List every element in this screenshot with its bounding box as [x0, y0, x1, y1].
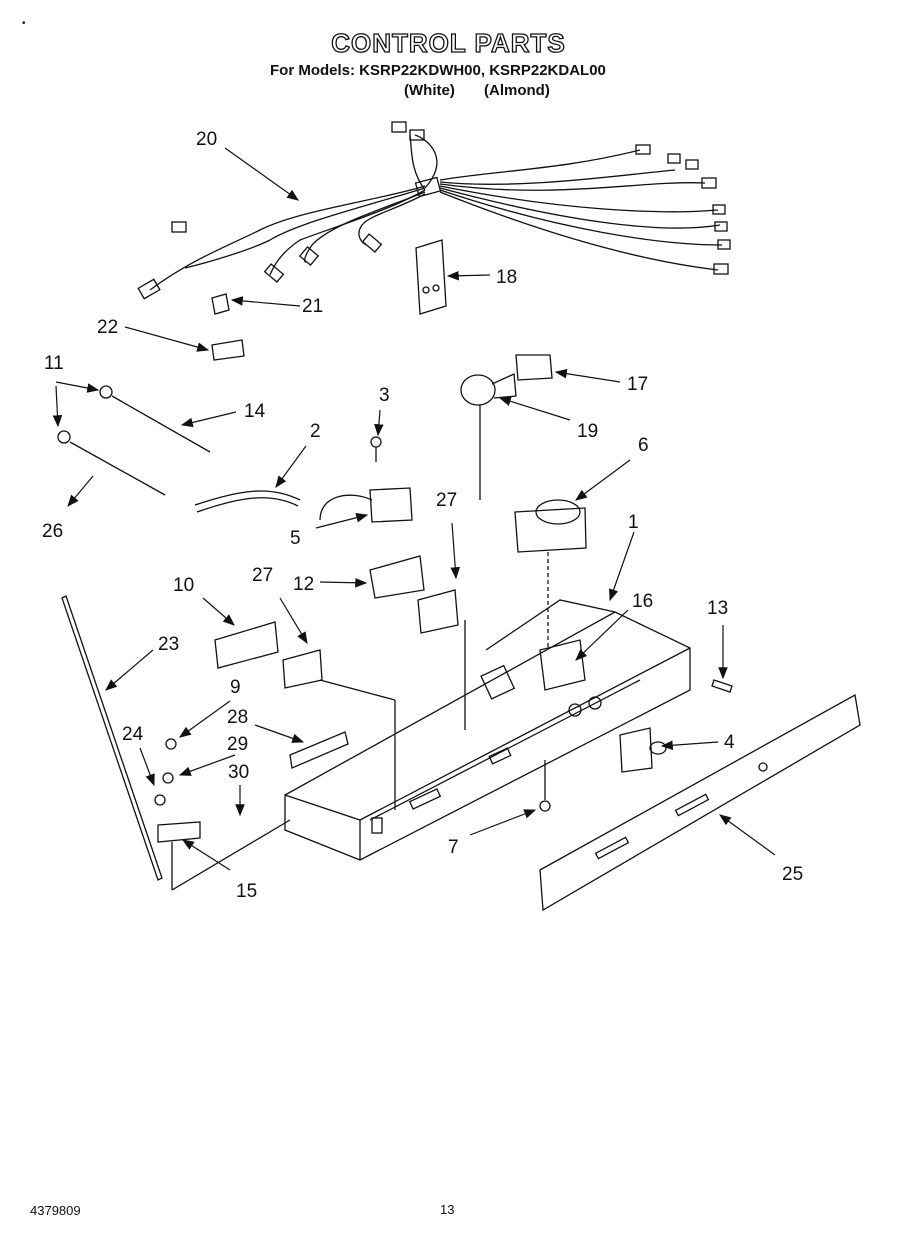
callout-25: 25: [782, 864, 803, 885]
callout-10: 10: [173, 575, 194, 596]
callout-28: 28: [227, 707, 248, 728]
part-18-plate: [415, 239, 447, 315]
callout-26: 26: [42, 521, 63, 542]
document-number: 4379809: [30, 1203, 81, 1218]
callout-2: 2: [310, 421, 321, 442]
callout-6: 6: [638, 435, 649, 456]
callout-15: 15: [236, 881, 257, 902]
callout-7: 7: [448, 837, 459, 858]
part-25-trim-panel: [539, 693, 861, 912]
callout-21: 21: [302, 296, 323, 317]
page-number: 13: [440, 1202, 455, 1217]
callout-18: 18: [496, 267, 517, 288]
callout-17: 17: [627, 374, 648, 395]
variant-almond: (Almond): [484, 82, 550, 99]
part-1-control-housing: [284, 599, 691, 861]
callout-30: 30: [228, 762, 249, 783]
corner-mark: •: [22, 18, 26, 29]
part-21-clip: [211, 293, 230, 315]
page-title: CONTROL PARTS: [331, 27, 566, 58]
models-line: For Models: KSRP22KDWH00, KSRP22KDAL00: [270, 62, 606, 79]
callout-27: 27: [252, 565, 273, 586]
callout-29: 29: [227, 734, 248, 755]
callout-12: 12: [293, 574, 314, 595]
variant-white: (White): [404, 82, 455, 99]
callout-23: 23: [158, 634, 179, 655]
callout-3: 3: [379, 385, 390, 406]
wire-harness: [137, 121, 731, 300]
callout-27: 27: [436, 490, 457, 511]
callout-20: 20: [196, 129, 217, 150]
callout-22: 22: [97, 317, 118, 338]
callout-24: 24: [122, 724, 144, 745]
part-22-clip: [211, 339, 245, 361]
callout-9: 9: [230, 677, 241, 698]
callout-1: 1: [628, 512, 639, 533]
callout-19: 19: [577, 421, 598, 442]
callout-5: 5: [290, 528, 301, 549]
callout-11: 11: [44, 353, 64, 374]
callout-16: 16: [632, 591, 653, 612]
callout-4: 4: [724, 732, 735, 753]
callout-14: 14: [244, 401, 266, 422]
callout-13: 13: [707, 598, 728, 619]
